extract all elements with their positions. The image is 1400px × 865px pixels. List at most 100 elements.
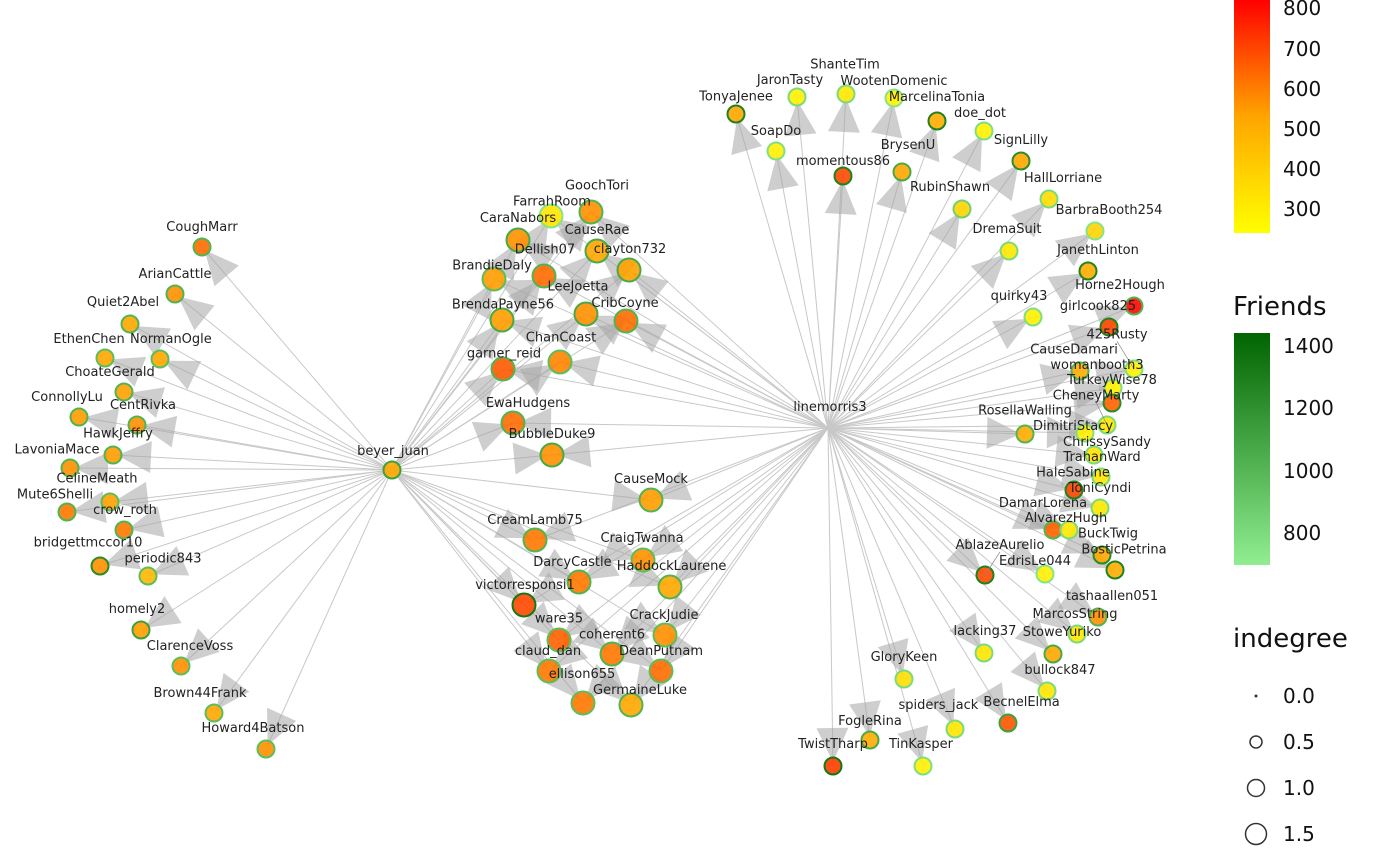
node-HaleSabine[interactable] (1064, 480, 1084, 500)
node-ConnollyLu[interactable] (69, 407, 89, 427)
arrow-head (1039, 363, 1077, 395)
node-tashaallen051[interactable] (1088, 607, 1108, 627)
node-CelineMeath[interactable] (100, 492, 120, 512)
node-MarcelinaTonia[interactable] (927, 111, 947, 131)
node-DimitriStacy[interactable] (1075, 423, 1095, 443)
node-BosticPetrina[interactable] (1105, 560, 1125, 580)
node-homely2[interactable] (131, 620, 151, 640)
arrow-head (876, 175, 907, 213)
node-HallLorriane[interactable] (1039, 189, 1059, 209)
node-GoochTori[interactable] (578, 199, 604, 225)
node-doe_dot[interactable] (974, 121, 994, 141)
node-label: DremaSuit (973, 222, 1042, 237)
node-DeanPutnam[interactable] (648, 658, 674, 684)
node-SoapDo[interactable] (766, 141, 786, 161)
node-FogleRina[interactable] (860, 730, 880, 750)
node-ChanCoast[interactable] (547, 349, 573, 375)
node-JaronTasty[interactable] (787, 87, 807, 107)
arrow-head (592, 666, 629, 703)
node-periodic843[interactable] (138, 566, 158, 586)
node-FarrahRoom[interactable] (538, 203, 564, 229)
node-EthenChen[interactable] (95, 348, 115, 368)
node-ArianCattle[interactable] (165, 284, 185, 304)
node-clayton732[interactable] (616, 257, 642, 283)
node-Horne2Hough[interactable] (1124, 296, 1144, 316)
node-coherent6[interactable] (599, 641, 625, 667)
node-CribCoyne[interactable] (613, 308, 639, 334)
node-GloryKeen[interactable] (894, 669, 914, 689)
node-bridgettmccor10[interactable] (90, 556, 110, 576)
node-Mute6Shelli[interactable] (57, 502, 77, 522)
node-BrysenU[interactable] (892, 162, 912, 182)
node-StoweYuriko[interactable] (1043, 644, 1063, 664)
node-crow_roth[interactable] (114, 520, 134, 540)
node-TinKasper[interactable] (913, 756, 933, 776)
node-CaraNabors[interactable] (505, 227, 531, 253)
node-Dellish07[interactable] (531, 263, 557, 289)
node-ShanteTim[interactable] (836, 84, 856, 104)
node-claud_dan[interactable] (536, 658, 562, 684)
node-BubbleDuke9[interactable] (539, 442, 565, 468)
node-girlcook825[interactable] (1099, 317, 1119, 337)
node-CraigTwanna[interactable] (630, 547, 656, 573)
node-CauseDamari[interactable] (1070, 361, 1090, 381)
node-ClarenceVoss[interactable] (171, 656, 191, 676)
node-BrandieDaly[interactable] (481, 266, 507, 292)
edge (391, 469, 666, 636)
node-RosellaWalling[interactable] (1015, 424, 1035, 444)
node-ChrissySandy[interactable] (1084, 445, 1104, 465)
node-HawkJeffry[interactable] (103, 445, 123, 465)
node-BarbraBooth254[interactable] (1085, 221, 1105, 241)
node-LavoniaMace[interactable] (60, 458, 80, 478)
node-RubinShawn[interactable] (952, 199, 972, 219)
node-NormanOgle[interactable] (150, 349, 170, 369)
node-TonyaJenee[interactable] (726, 104, 746, 124)
node-EdrisLe044[interactable] (1035, 564, 1055, 584)
arrow-head (731, 117, 763, 155)
node-beyer_juan[interactable] (382, 460, 402, 480)
node-label: ChoateGerald (65, 365, 155, 380)
node-DremaSuit[interactable] (999, 241, 1019, 261)
node-CentRivka[interactable] (127, 415, 147, 435)
node-TrahanWard[interactable] (1091, 467, 1111, 487)
node-TurkeyWise78[interactable] (1102, 393, 1122, 413)
node-garner_reid[interactable] (490, 356, 516, 382)
node-ChoateGerald[interactable] (114, 382, 134, 402)
node-HaddockLaurene[interactable] (657, 574, 683, 600)
node-WootenDomenic[interactable] (884, 88, 904, 108)
node-Brown44Frank[interactable] (204, 703, 224, 723)
node-BrendaPayne56[interactable] (489, 307, 515, 333)
node-CauseMock[interactable] (638, 487, 664, 513)
node-EwaHudgens[interactable] (500, 410, 526, 436)
node-TwistTharp[interactable] (823, 756, 843, 776)
node-Quiet2Abel[interactable] (120, 314, 140, 334)
node-DarcyCastle[interactable] (566, 569, 592, 595)
node-ware35[interactable] (546, 627, 572, 653)
node-CoughMarr[interactable] (192, 237, 212, 257)
node-SignLilly[interactable] (1011, 151, 1031, 171)
node-lacking37[interactable] (974, 643, 994, 663)
node-spiders_jack[interactable] (945, 719, 965, 739)
node-quirky43[interactable] (1023, 307, 1043, 327)
node-CreamLamb75[interactable] (522, 527, 548, 553)
arrow-head (1037, 597, 1074, 632)
edge (104, 357, 393, 471)
node-Howard4Batson[interactable] (256, 739, 276, 759)
node-momentous86[interactable] (833, 166, 853, 186)
node-victorresponsi1[interactable] (511, 592, 537, 618)
node-ToniCyndi[interactable] (1090, 498, 1110, 518)
node-AlvarezHugh[interactable] (1059, 520, 1079, 540)
node-MarcosString[interactable] (1067, 624, 1087, 644)
node-JanethLinton[interactable] (1078, 261, 1098, 281)
arrow-head (519, 364, 557, 397)
node-CrackJudie[interactable] (652, 622, 678, 648)
node-bullock847[interactable] (1037, 681, 1057, 701)
node-BuckTwig[interactable] (1092, 545, 1112, 565)
node-BecnelElma[interactable] (998, 713, 1018, 733)
node-ellison655[interactable] (570, 690, 596, 716)
node-GermaineLuke[interactable] (618, 692, 644, 718)
node-label: CauseRae (565, 223, 630, 238)
edge (827, 230, 1096, 429)
node-CauseRae[interactable] (584, 238, 610, 264)
node-LeeJoetta[interactable] (573, 301, 599, 327)
